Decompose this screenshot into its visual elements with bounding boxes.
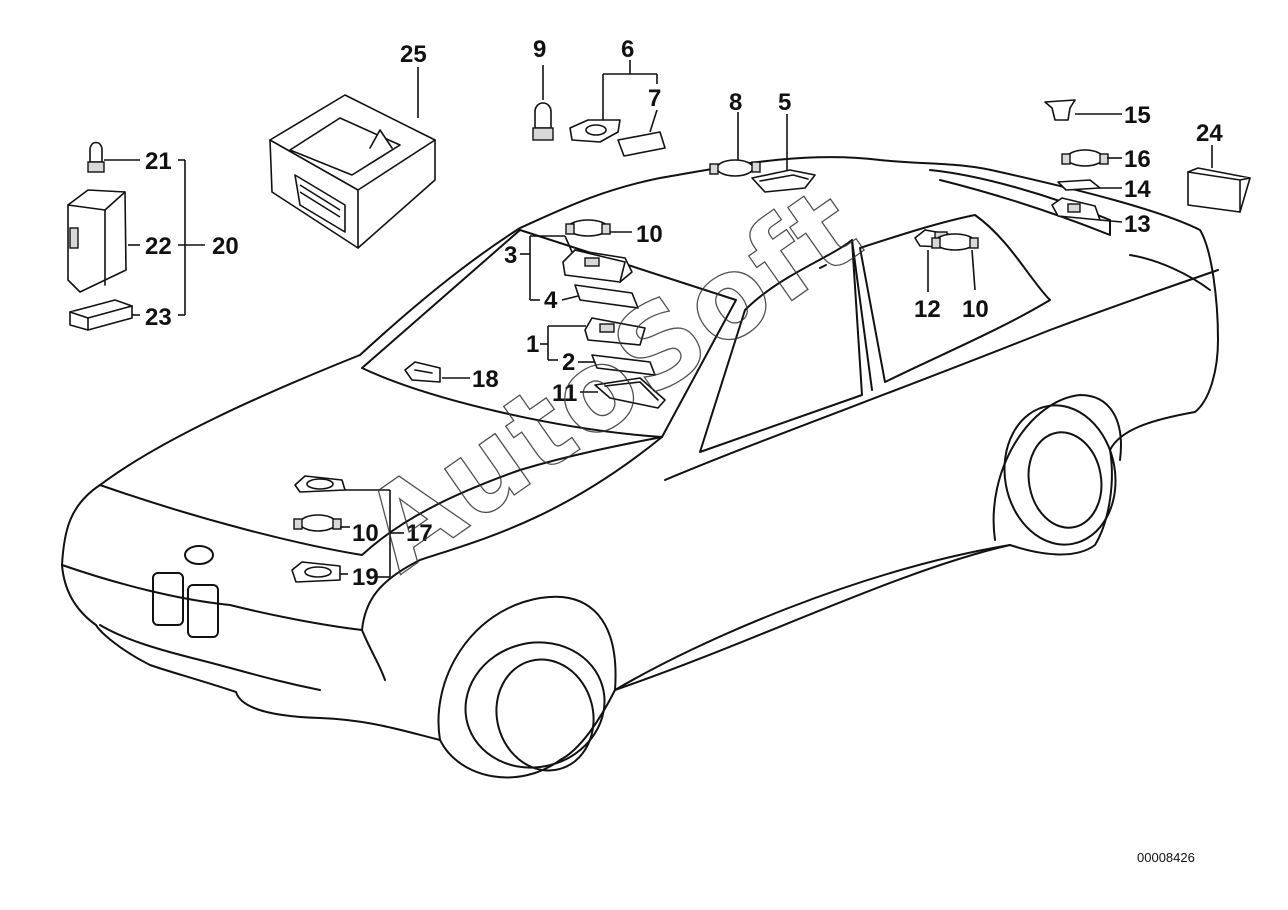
part-25-module-box (269, 94, 436, 249)
part-5-lens (751, 169, 816, 193)
part-18-switch (404, 361, 441, 383)
label-14: 14 (1124, 176, 1151, 203)
part-24-box (1187, 167, 1251, 213)
label-23: 23 (145, 304, 172, 331)
part-17-upper-lamp (294, 475, 346, 493)
label-10-right: 10 (962, 296, 989, 323)
label-6: 6 (621, 36, 634, 63)
part-6-lamp-housing (569, 119, 621, 143)
part-14-lens (1057, 179, 1101, 191)
part-8-festoon-bulb (709, 159, 761, 177)
part-1-lamp (584, 317, 646, 346)
part-10-festoon-bulb-upper (565, 219, 611, 237)
part-7-lens (617, 131, 666, 157)
label-2: 2 (562, 349, 575, 376)
part-labels: 25 9 6 7 8 5 10 3 4 1 2 11 18 12 10 15 1… (145, 36, 1223, 591)
diagram-reference-number: 00008426 (1137, 850, 1195, 865)
label-24: 24 (1196, 120, 1223, 147)
label-4: 4 (544, 287, 558, 314)
label-10-lower: 10 (352, 520, 379, 547)
label-8: 8 (729, 89, 742, 116)
label-20: 20 (212, 233, 239, 260)
label-16: 16 (1124, 146, 1151, 173)
label-12: 12 (914, 296, 941, 323)
part-15-clip (1044, 99, 1076, 121)
label-15: 15 (1124, 102, 1151, 129)
part-23-pad (69, 299, 133, 331)
label-3: 3 (504, 242, 517, 269)
label-17: 17 (406, 520, 433, 547)
label-5: 5 (778, 89, 791, 116)
label-18: 18 (472, 366, 499, 393)
part-13-lamp (1051, 197, 1101, 221)
part-9-bulb (532, 102, 554, 141)
part-4-lens (574, 284, 639, 309)
label-10-upper: 10 (636, 221, 663, 248)
part-22-control-unit (67, 189, 127, 293)
label-22: 22 (145, 233, 172, 260)
label-13: 13 (1124, 211, 1151, 238)
label-11: 11 (552, 380, 577, 407)
part-19-lamp-housing (291, 561, 341, 583)
part-10-festoon-bulb-right (931, 233, 979, 251)
part-16-festoon-bulb (1061, 149, 1109, 167)
label-7: 7 (648, 85, 661, 112)
part-21-bulb (87, 141, 105, 173)
label-1: 1 (526, 331, 539, 358)
label-9: 9 (533, 36, 546, 63)
leader-lines (104, 60, 1213, 578)
part-3-reading-lamp (562, 249, 633, 283)
part-11-lamp-lens (594, 377, 666, 409)
part-2-lens (591, 354, 656, 376)
label-19: 19 (352, 564, 379, 591)
part-10-festoon-bulb-lower (293, 514, 342, 532)
label-25: 25 (400, 41, 427, 68)
label-21: 21 (145, 148, 172, 175)
car-outline (61, 156, 1219, 779)
